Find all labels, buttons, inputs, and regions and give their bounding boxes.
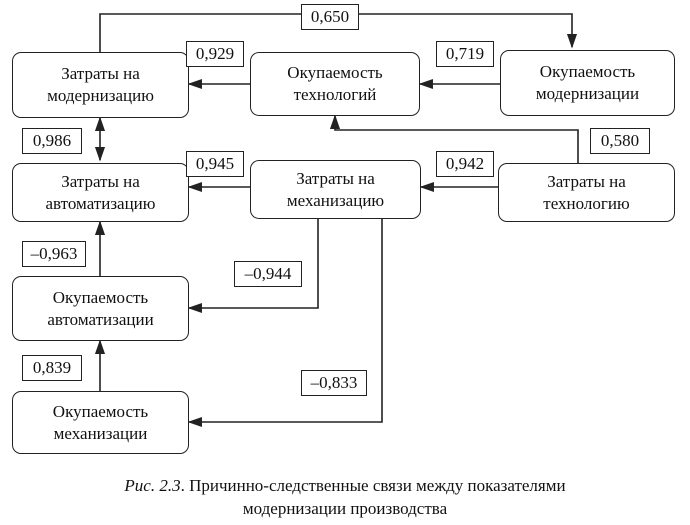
caption-figure-number: Рис. 2.3 <box>124 476 181 495</box>
arrow-mech-costs-to-mech-payback <box>187 219 383 428</box>
node-modernization-payback-line2: модернизации <box>535 84 640 103</box>
coef-top-loop: 0,650 <box>301 4 359 30</box>
node-automation-payback-line1: Окупаемость <box>52 287 149 307</box>
coef-tech-costs-to-tech-payback: 0,580 <box>590 128 650 154</box>
caption-line-2: модернизации производства <box>242 499 448 518</box>
node-automation-costs-line2: автоматизацию <box>45 193 156 213</box>
node-technology-costs-line1: Затраты на <box>547 171 626 191</box>
arrow-tech-costs-to-tech-payback <box>329 114 579 163</box>
coef-mech-costs-to-auto-costs: 0,945 <box>186 151 244 177</box>
node-modernization-payback: Окупаемость модернизации <box>500 50 675 116</box>
coef-mech-payback-to-auto-payback: 0,839 <box>22 355 82 381</box>
node-technology-payback: Окупаемость технологий <box>250 52 420 116</box>
coef-auto-payback-to-auto-costs: –0,963 <box>22 241 86 267</box>
node-modernization-costs: Затраты на модернизацию <box>12 52 189 118</box>
coef-tech-costs-to-mech-costs: 0,942 <box>436 151 494 177</box>
figure-caption: Рис. 2.3. Причинно-следственные связи ме… <box>0 474 690 520</box>
node-automation-payback-line2: автоматизации <box>47 309 154 329</box>
node-technology-costs-line2: технологию <box>543 193 630 213</box>
caption-line-1: Рис. 2.3. Причинно-следственные связи ме… <box>0 474 690 497</box>
node-mechanization-costs-line2: механизацию <box>286 190 385 210</box>
caption-line-1-text: . Причинно-следственные связи между пока… <box>180 476 566 495</box>
node-modernization-costs-line2: модернизацию <box>47 86 154 105</box>
node-technology-payback-line1: Окупаемость <box>287 63 383 82</box>
coef-tech-payback-to-mod-costs: 0,929 <box>186 41 244 67</box>
node-mechanization-costs-line1: Затраты на <box>296 168 375 188</box>
coef-mod-costs-auto-costs: 0,986 <box>22 128 82 154</box>
coef-mech-costs-to-mech-payback: –0,833 <box>301 370 367 396</box>
node-modernization-costs-line1: Затраты на <box>61 64 140 83</box>
node-modernization-payback-line1: Окупаемость <box>539 62 636 81</box>
node-mechanization-payback-line2: механизации <box>53 423 148 443</box>
arrow-mech-costs-to-auto-payback <box>187 219 319 314</box>
node-technology-payback-line2: технологий <box>293 85 377 104</box>
coef-mod-payback-to-tech-payback: 0,719 <box>436 41 494 67</box>
node-mechanization-payback-line1: Окупаемость <box>52 401 149 421</box>
node-automation-costs-line1: Затраты на <box>61 171 140 191</box>
coef-mech-costs-to-auto-payback: –0,944 <box>234 261 302 287</box>
